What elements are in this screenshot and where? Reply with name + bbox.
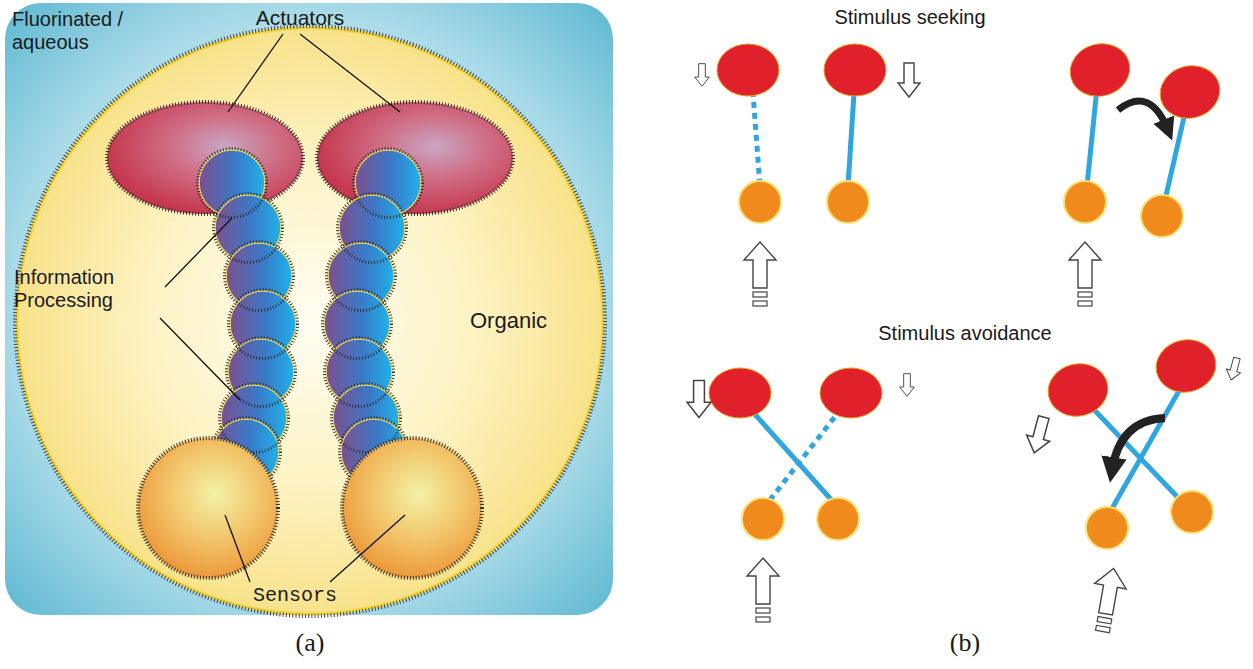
- droplet-bilayer: [323, 290, 392, 359]
- link: [1110, 375, 1188, 512]
- section-title: Stimulus seeking: [810, 6, 1010, 29]
- actuator: [717, 44, 779, 96]
- part-label: Sensors: [235, 584, 355, 607]
- avoidance-after: [1023, 334, 1244, 634]
- processing-chains: [198, 149, 423, 487]
- sensor: [739, 181, 781, 223]
- strong-force-arrow: [898, 63, 920, 97]
- sensor: [827, 181, 869, 223]
- actuator: [1064, 37, 1135, 103]
- panel-b: [687, 37, 1244, 634]
- stimulus-arrow: [1087, 566, 1130, 635]
- strong-force-arrow: [687, 381, 711, 418]
- inhibited-link: [766, 400, 848, 505]
- leader-line: [300, 34, 400, 112]
- link: [1080, 395, 1186, 506]
- sensor: [1086, 507, 1128, 549]
- sensor-droplets: [138, 438, 482, 578]
- actuator: [1151, 334, 1221, 397]
- sensor: [742, 498, 784, 540]
- seeking-before: [695, 44, 920, 306]
- leader-line: [330, 515, 405, 582]
- sensor: [1064, 181, 1106, 223]
- medium-label: Fluorinated / aqueous: [12, 8, 142, 54]
- panel-label: (b): [925, 628, 1005, 658]
- droplet-bilayer: [327, 242, 396, 311]
- droplet-bilayer: [225, 242, 294, 311]
- active-link: [742, 400, 836, 505]
- droplet-bilayer: [325, 338, 394, 407]
- droplet-bilayer: [338, 194, 407, 263]
- avoidance-before: [687, 368, 914, 622]
- actuator: [820, 368, 882, 418]
- droplet-bilayer: [198, 149, 267, 218]
- rotation-arrow: [1118, 101, 1168, 130]
- leader-line: [165, 218, 232, 287]
- seeking-after: [1064, 37, 1226, 306]
- strong-force-arrow: [1023, 414, 1056, 456]
- actuator: [1043, 358, 1113, 421]
- actuator-droplets: [107, 102, 513, 214]
- stimulus-arrow: [744, 242, 776, 306]
- medium-label: Organic: [470, 308, 570, 333]
- weak-force-arrow: [1224, 356, 1244, 382]
- weak-force-arrow: [900, 374, 915, 397]
- sensor: [1141, 195, 1183, 237]
- sensor: [817, 498, 859, 540]
- part-label: Actuators: [240, 6, 360, 30]
- leader-line: [225, 515, 250, 582]
- panel-label: (a): [270, 628, 350, 658]
- section-title: Stimulus avoidance: [845, 322, 1085, 345]
- leader-lines: [160, 34, 405, 582]
- actuator: [824, 44, 886, 96]
- droplet-membrane: [15, 26, 605, 616]
- leader-line: [160, 318, 240, 400]
- actuator: [709, 368, 771, 418]
- droplet-bilayer: [214, 194, 283, 263]
- sensor-droplet: [138, 438, 278, 578]
- droplet-bilayer: [354, 149, 423, 218]
- leader-line: [228, 34, 283, 112]
- sensor-droplet: [342, 438, 482, 578]
- fluorinated-medium: [5, 3, 613, 615]
- actuator: [1154, 59, 1225, 125]
- panel-a: [5, 3, 613, 616]
- part-label: Information Processing: [14, 266, 164, 312]
- rotation-arrow: [1112, 418, 1165, 470]
- organic-droplet: [17, 28, 603, 614]
- droplet-bilayer: [229, 290, 298, 359]
- weak-force-arrow: [695, 64, 710, 87]
- stimulus-arrow: [1069, 242, 1101, 306]
- sensor: [1171, 491, 1213, 533]
- stimulus-arrow: [747, 558, 779, 622]
